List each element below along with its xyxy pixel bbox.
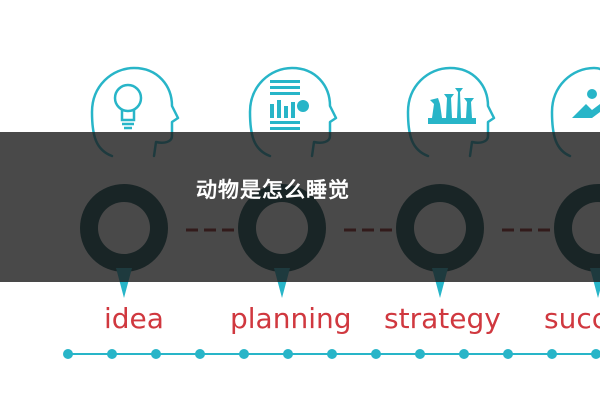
overlay-band	[0, 132, 600, 282]
overlay-title: 动物是怎么睡觉	[196, 178, 350, 202]
lightbulb-icon	[113, 83, 143, 130]
step-label-strategy: strategy	[384, 302, 501, 335]
step-label-planning: planning	[230, 302, 352, 335]
timeline	[63, 349, 600, 359]
step-label-idea: idea	[104, 302, 164, 335]
step-label-success: succ	[544, 302, 600, 335]
document-chart-icon	[270, 80, 309, 130]
success-figure-icon	[572, 89, 600, 118]
chess-pieces-icon	[428, 88, 476, 124]
